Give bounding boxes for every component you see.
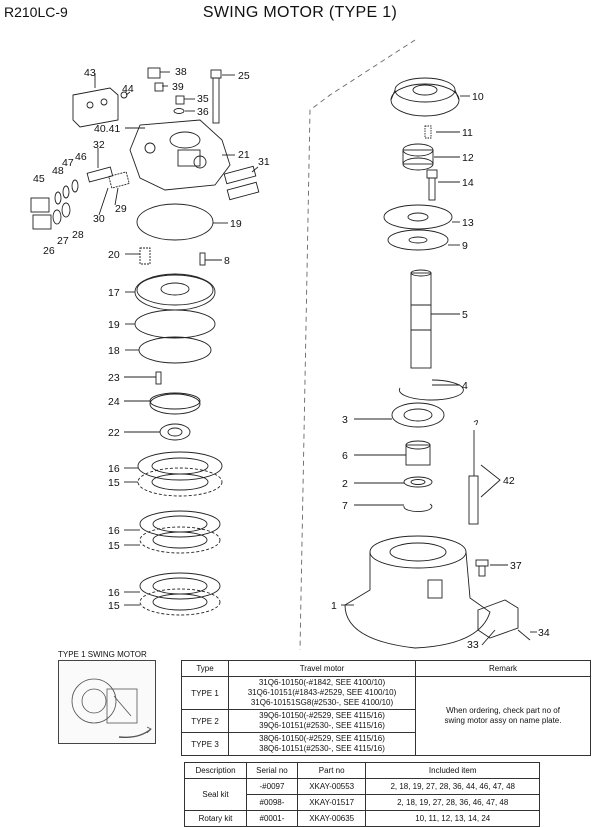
callout-9: 9 <box>462 240 468 252</box>
part-cell: XKAY-00553 <box>296 778 367 795</box>
callout-45: 45 <box>33 173 45 185</box>
callout-36: 36 <box>197 106 209 118</box>
inset-photo <box>58 660 156 744</box>
type-header: Type <box>181 660 229 677</box>
swing-motor-location-icon <box>71 678 152 739</box>
callout-19-top: 19 <box>230 218 242 230</box>
callout-29: 29 <box>115 203 127 215</box>
callout-30: 30 <box>93 213 105 225</box>
inset-caption: TYPE 1 SWING MOTOR <box>58 650 147 659</box>
serial-cell: #0001- <box>246 810 298 827</box>
callout-15b: 15 <box>108 540 120 552</box>
kit-table: Description Serial no Part no Included i… <box>183 762 540 827</box>
callout-labels: 43 38 25 44 39 35 36 40.41 32 47 46 48 4… <box>33 66 550 650</box>
included-cell: 2, 18, 19, 27, 28, 36, 46, 47, 48 <box>365 794 540 811</box>
callout-35: 35 <box>197 93 209 105</box>
callout-23: 23 <box>108 372 120 384</box>
callout-28: 28 <box>72 229 84 241</box>
callout-43: 43 <box>84 67 96 79</box>
callout-16a: 16 <box>108 463 120 475</box>
travel-motor-cell: 39Q6-10150(-#2529, SEE 4115/16) 39Q6-101… <box>228 709 416 733</box>
callout-4: 4 <box>462 380 468 392</box>
callout-6: 6 <box>342 450 348 462</box>
callout-21: 21 <box>238 149 250 161</box>
callout-47: 47 <box>62 157 74 169</box>
travel-motor-cell: 38Q6-10150(-#2529, SEE 4115/16) 38Q6-101… <box>228 732 416 756</box>
callout-17: 17 <box>108 287 120 299</box>
type-cell: TYPE 2 <box>181 709 229 733</box>
callout-33: 33 <box>467 639 479 650</box>
callout-11: 11 <box>462 127 473 139</box>
type-cell: TYPE 3 <box>181 732 229 756</box>
callout-24: 24 <box>108 396 120 408</box>
model-label: R210LC-9 <box>4 4 68 20</box>
callout-12: 12 <box>462 152 474 164</box>
page-title: SWING MOTOR (TYPE 1) <box>202 4 398 21</box>
serial-cell: #0098- <box>246 794 298 811</box>
callout-20: 20 <box>108 249 120 261</box>
callout-39: 39 <box>172 81 184 93</box>
callout-38: 38 <box>175 66 187 78</box>
callout-42: 42 <box>503 475 515 487</box>
type-table: Type Travel motor Remark TYPE 1 31Q6-101… <box>181 660 591 756</box>
part-cell: XKAY-01517 <box>296 794 367 811</box>
callout-26: 26 <box>43 245 55 257</box>
callout-3: 3 <box>342 414 348 426</box>
callout-22: 22 <box>108 427 120 439</box>
callout-25: 25 <box>238 70 250 82</box>
type-cell: TYPE 1 <box>181 676 229 710</box>
travel-motor-header: Travel motor <box>228 660 416 677</box>
description-header: Description <box>183 762 248 779</box>
callout-32: 32 <box>93 139 105 151</box>
callout-7: 7 <box>342 500 348 512</box>
included-cell: 2, 18, 19, 27, 28, 36, 44, 46, 47, 48 <box>365 778 540 795</box>
callout-14: 14 <box>462 177 474 189</box>
callout-48: 48 <box>52 165 64 177</box>
serial-cell: -#0097 <box>246 778 298 795</box>
callout-1: 1 <box>331 600 337 612</box>
callout-18: 18 <box>108 345 120 357</box>
callout-37: 37 <box>510 560 522 572</box>
remark-cell: When ordering, check part no of swing mo… <box>415 676 591 756</box>
remark-header: Remark <box>415 660 591 677</box>
callout-40-41: 40.41 <box>94 123 120 135</box>
part-header: Part no <box>296 762 367 779</box>
exploded-parts-diagram: 43 38 25 44 39 35 36 40.41 32 47 46 48 4… <box>30 39 550 650</box>
callout-2: 2 <box>342 478 348 490</box>
callout-31: 31 <box>258 156 270 168</box>
callout-5: 5 <box>462 309 468 321</box>
callout-44: 44 <box>122 83 134 95</box>
callout-10: 10 <box>472 91 484 103</box>
callout-15a: 15 <box>108 477 120 489</box>
part-cell: XKAY-00635 <box>296 810 367 827</box>
description-cell: Rotary kit <box>183 810 248 827</box>
serial-header: Serial no <box>246 762 298 779</box>
included-cell: 10, 11, 12, 13, 14, 24 <box>365 810 540 827</box>
callout-15c: 15 <box>108 600 120 612</box>
travel-motor-cell: 31Q6-10150(-#1842, SEE 4100/10) 31Q6-101… <box>228 676 416 710</box>
callout-16c: 16 <box>108 587 120 599</box>
callout-34: 34 <box>538 627 550 639</box>
callout-8: 8 <box>224 255 230 267</box>
callout-16b: 16 <box>108 525 120 537</box>
callout-46: 46 <box>75 151 87 163</box>
description-cell: Seal kit <box>183 778 248 811</box>
included-header: Included item <box>365 762 540 779</box>
callout-19: 19 <box>108 319 120 331</box>
callout-27: 27 <box>57 235 69 247</box>
callout-13: 13 <box>462 217 474 229</box>
